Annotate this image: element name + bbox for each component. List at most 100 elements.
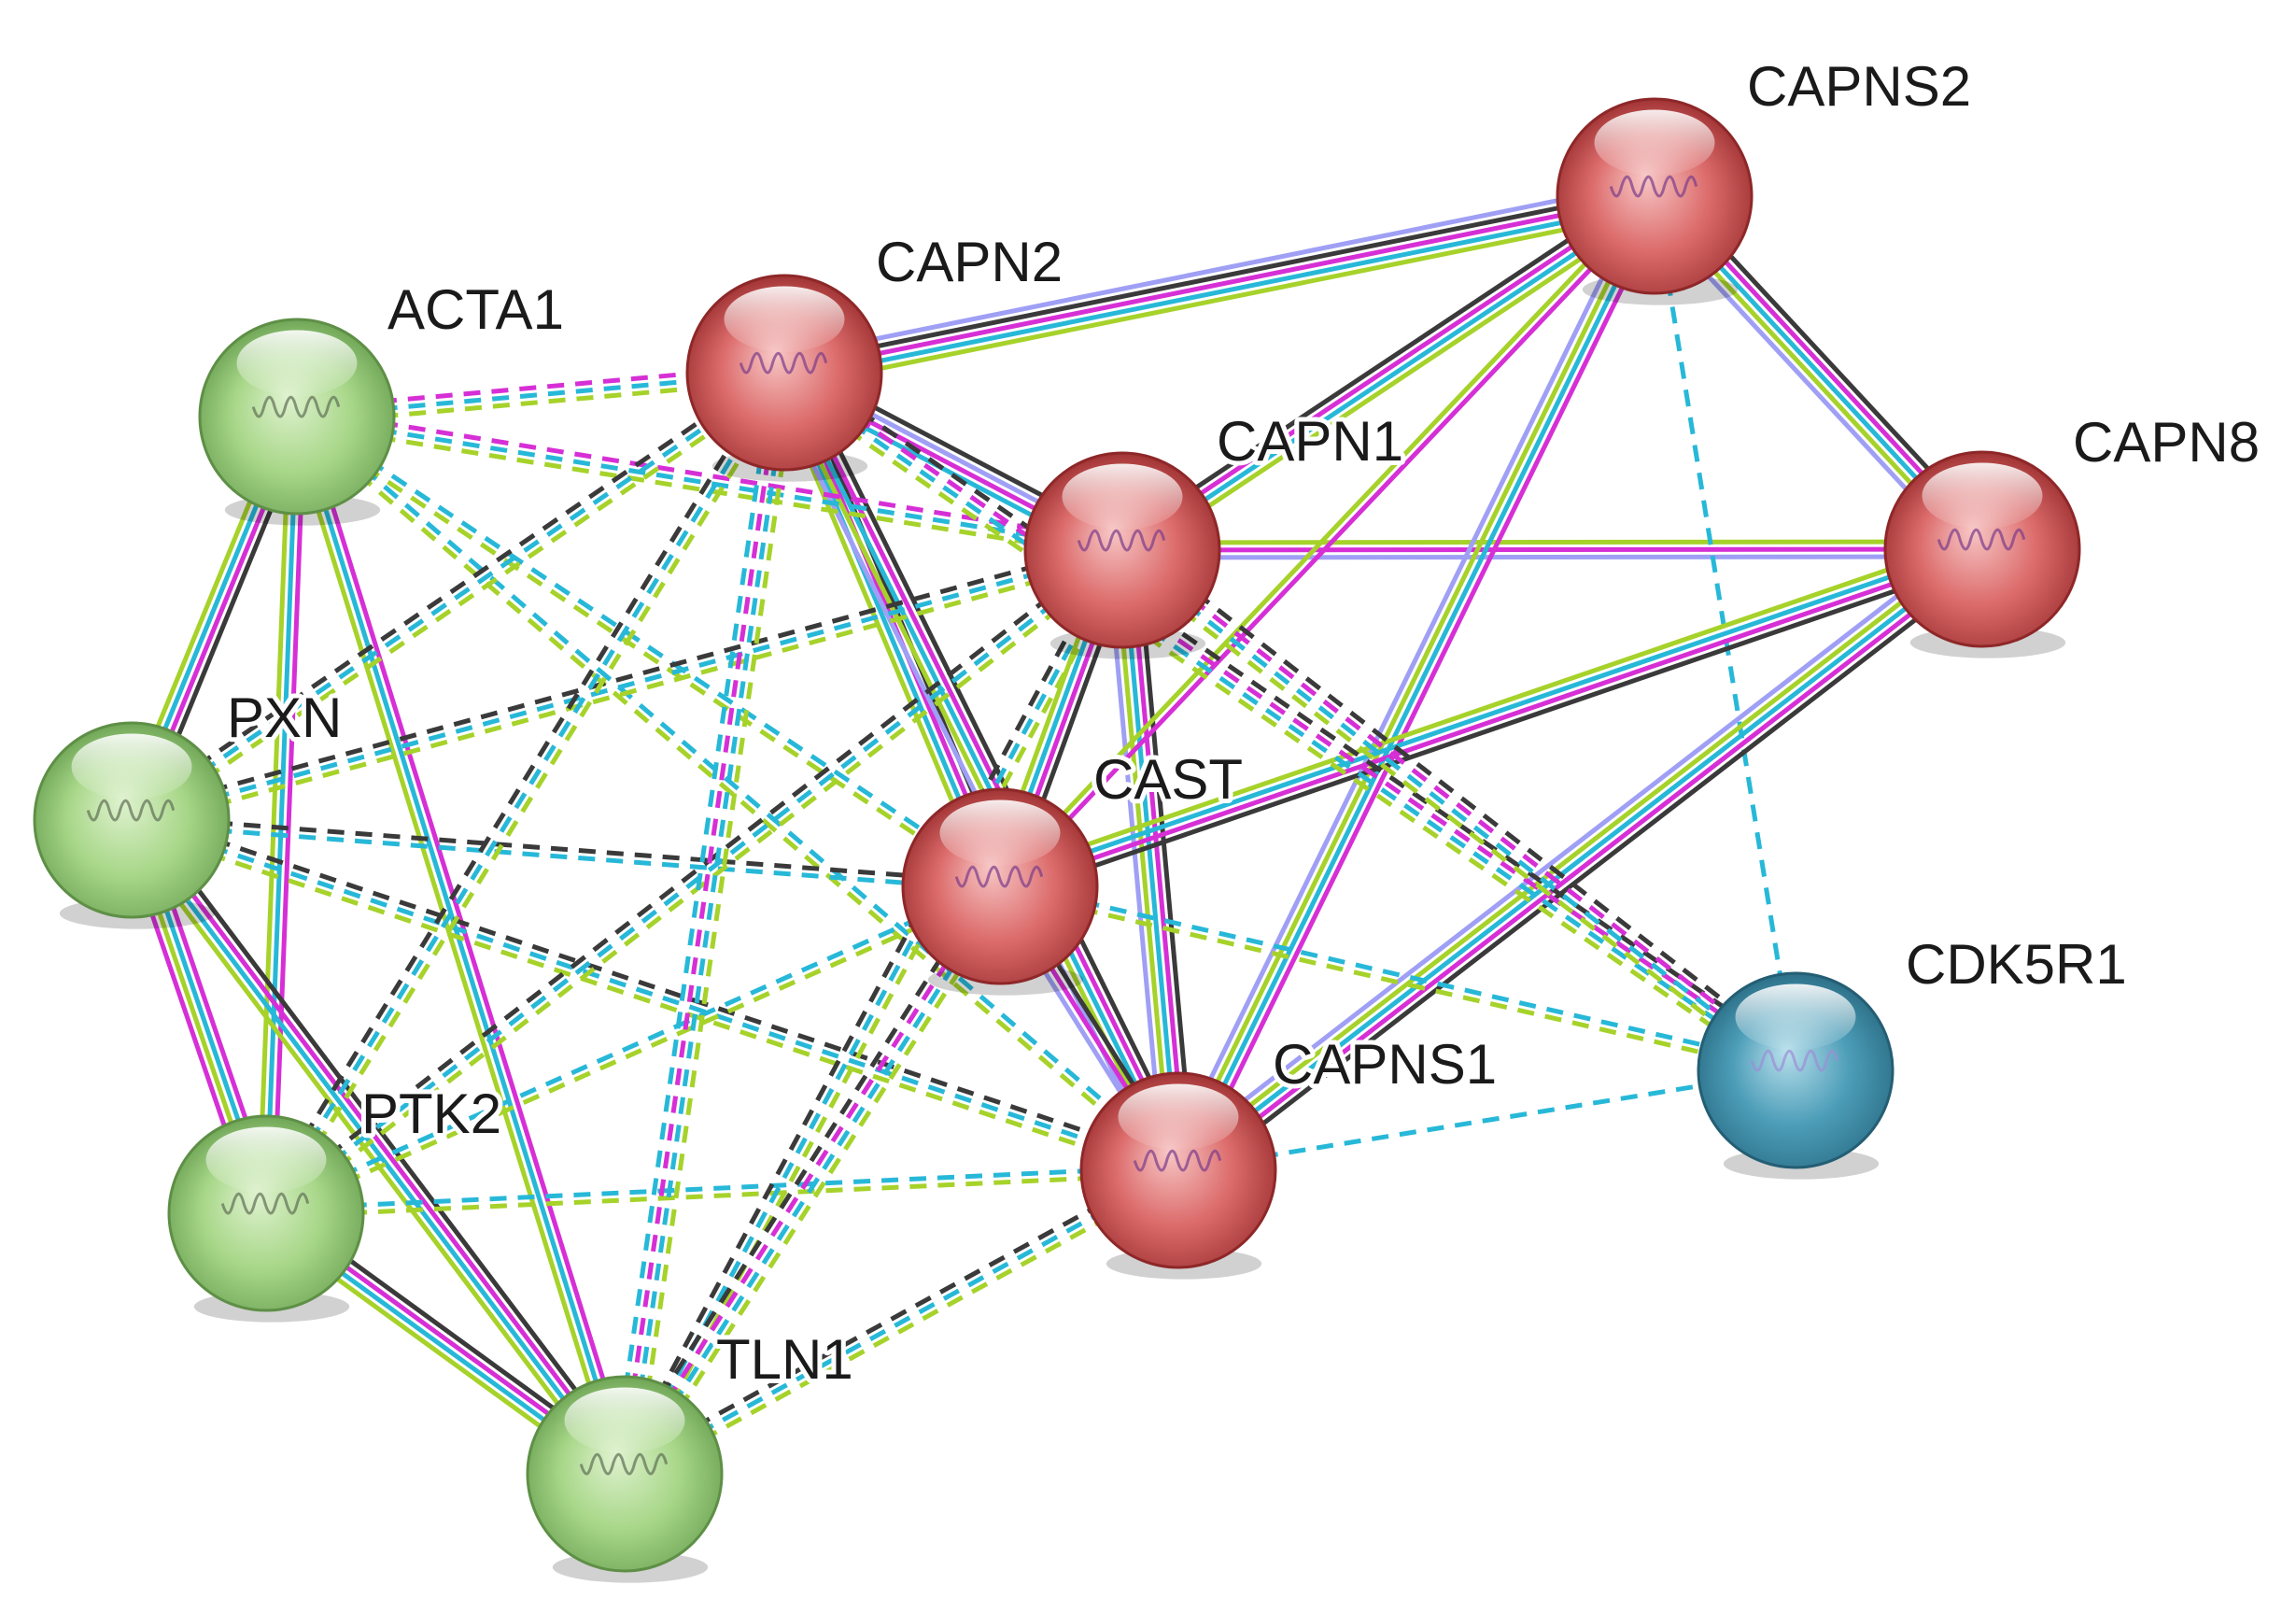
- edge-channel-lavender: [1165, 190, 1647, 1167]
- node-tln1[interactable]: [526, 1375, 724, 1583]
- node-cast[interactable]: [901, 787, 1099, 996]
- node-gloss: [1922, 462, 2043, 530]
- edge-channel-black: [782, 186, 1654, 368]
- edge-channel-cyan: [131, 817, 1179, 1173]
- edge-channel-cyan: [1179, 196, 1660, 1173]
- edge-channel-lime: [776, 379, 1791, 1082]
- edge-channel-lime: [1172, 541, 1979, 1167]
- node-capn2[interactable]: [685, 274, 883, 482]
- edge-channel-lime: [995, 536, 1979, 879]
- edge-cast-cdk5r1: [998, 880, 1797, 1077]
- label-layer: ACTA1PXNPTK2TLN1CAPN2CAPN1CASTCAPNS1CAPN…: [222, 50, 2264, 1395]
- edge-capn1-capns1: [1105, 548, 1196, 1172]
- edge-ptk2-capn2: [258, 367, 793, 1219]
- edge-channel-magenta: [271, 417, 307, 1214]
- edge-channel-cyan: [263, 371, 787, 1215]
- node-label-capns1: CAPNS1: [1273, 1033, 1497, 1096]
- edge-acta1-ptk2: [256, 416, 307, 1214]
- edge-channel-magenta: [783, 193, 1655, 375]
- edge-acta1-capns1: [292, 412, 1183, 1175]
- edge-channel-lime: [266, 1171, 1179, 1220]
- edge-channel-magenta: [788, 368, 1188, 1168]
- edge-channel-cyan: [297, 411, 1004, 885]
- edge-channel-magenta: [1121, 546, 1983, 553]
- edge-channel-lime: [133, 555, 1125, 830]
- protein-structure-icon: [1133, 1149, 1222, 1172]
- edge-channel-magenta: [1000, 550, 1985, 893]
- edge-channel-black: [129, 540, 1121, 815]
- node-cdk5r1[interactable]: [1697, 971, 1895, 1180]
- node-gloss: [71, 733, 192, 800]
- edge-channel-cyan: [1177, 1068, 1796, 1173]
- node-label-tln1: TLN1: [716, 1328, 853, 1391]
- edge-channel-black: [1127, 539, 1804, 1064]
- node-capn8[interactable]: [1883, 450, 2081, 658]
- edge-pxn-capn1: [129, 540, 1125, 830]
- node-acta1[interactable]: [198, 318, 396, 526]
- protein-structure-icon: [1750, 1049, 1839, 1072]
- node-label-capn2: CAPN2: [876, 231, 1063, 293]
- edge-channel-cyan: [131, 547, 1123, 823]
- edge-channel-lime: [120, 825, 618, 1482]
- protein-structure-icon: [1077, 529, 1166, 552]
- edge-channel-lime: [292, 417, 1178, 1175]
- edge-channel-black: [132, 814, 1001, 885]
- edge-channel-lavender: [1167, 535, 1975, 1161]
- edge-tln1-capn2: [611, 370, 798, 1477]
- edge-channel-magenta: [1001, 197, 1659, 891]
- edge-channel-lime: [998, 887, 1796, 1077]
- protein-structure-icon: [739, 351, 828, 375]
- edge-channel-magenta: [784, 367, 1799, 1069]
- edge-capn2-capns2: [781, 178, 1658, 390]
- edge-channel-cyan: [297, 412, 1183, 1169]
- edge-pxn-tln1: [120, 812, 636, 1482]
- edge-channel-lime: [627, 1174, 1184, 1483]
- edge-tln1-capns1: [619, 1161, 1184, 1483]
- edge-channel-magenta: [1186, 200, 1668, 1177]
- edge-channel-cyan: [263, 416, 300, 1214]
- node-capn1[interactable]: [1023, 451, 1221, 659]
- edge-channel-cyan: [781, 374, 1796, 1076]
- node-label-capn8: CAPN8: [2073, 411, 2260, 474]
- edge-channel-cyan: [1119, 551, 1796, 1076]
- node-label-ptk2: PTK2: [361, 1083, 501, 1145]
- node-gloss: [939, 800, 1061, 867]
- edge-channel-magenta: [133, 816, 630, 1474]
- protein-structure-icon: [1937, 528, 2026, 551]
- edge-channel-black: [615, 545, 1119, 1472]
- edge-tln1-cast: [613, 879, 1012, 1481]
- edge-channel-cyan: [1652, 195, 1798, 1071]
- node-ptk2[interactable]: [167, 1114, 365, 1323]
- edge-channel-magenta: [1122, 545, 1799, 1069]
- node-capns2[interactable]: [1556, 97, 1754, 305]
- edge-capn1-capns2: [1114, 184, 1663, 562]
- edge-channel-black: [789, 361, 1804, 1064]
- edge-capns1-cdk5r1: [1177, 1068, 1796, 1173]
- edge-channel-black: [1186, 559, 1993, 1184]
- edge-channel-cyan: [623, 1167, 1180, 1477]
- node-pxn[interactable]: [33, 721, 231, 929]
- edge-channel-lime: [256, 416, 292, 1213]
- edge-channel-black: [619, 1161, 1176, 1470]
- edge-channel-cyan: [1000, 880, 1797, 1069]
- edge-channel-lime: [1121, 539, 1982, 545]
- node-capns1[interactable]: [1079, 1071, 1277, 1280]
- edge-ptk2-cast: [263, 881, 1003, 1219]
- edge-channel-cyan: [1122, 197, 1658, 556]
- edge-channel-magenta: [302, 413, 635, 1473]
- node-label-cast: CAST: [1093, 748, 1243, 811]
- edge-channel-black: [1134, 548, 1196, 1169]
- edge-channel-magenta: [618, 372, 783, 1474]
- node-gloss: [724, 286, 845, 353]
- protein-structure-icon: [251, 395, 341, 418]
- edge-channel-magenta: [619, 883, 999, 1474]
- edge-capn2-cdk5r1: [776, 361, 1804, 1082]
- edge-pxn-capn2: [126, 364, 790, 828]
- edge-channel-magenta: [1119, 191, 1655, 549]
- edge-channel-lavender: [1105, 551, 1166, 1172]
- edge-channel-cyan: [626, 373, 791, 1475]
- node-label-acta1: ACTA1: [387, 278, 564, 341]
- edge-capns2-cast: [995, 191, 1659, 891]
- edge-channel-cyan: [265, 1164, 1178, 1212]
- protein-structure-icon: [86, 799, 176, 822]
